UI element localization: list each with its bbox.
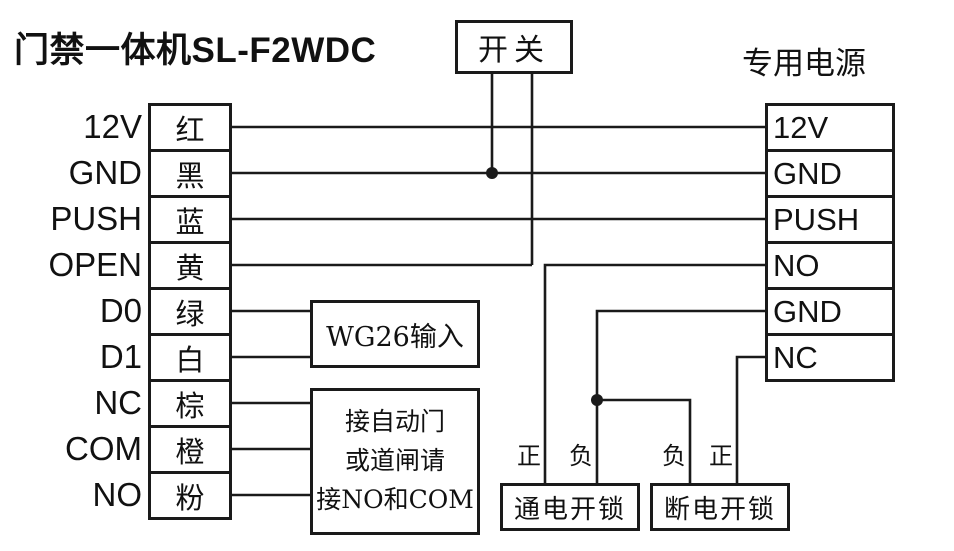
door-note-line: 接自动门 [344,407,445,437]
junction-dot-gnd-branch [591,394,603,406]
psu-terminal-no: NO [765,241,895,290]
wire-color-cell: 黑 [148,149,232,198]
fail-safe-lock-label: 断电开锁 [663,494,776,525]
lock1-positive-label: 正 [517,442,541,470]
lock2-negative-label: 负 [662,442,686,470]
fail-safe-lock-box: 断电开锁 [650,483,790,531]
power-supply-title: 专用电源 [742,46,866,82]
wire-color-cell: 绿 [148,287,232,336]
terminal-label-com: COM [65,430,142,467]
door-note-line: 接NO和COM [316,484,474,514]
wire-psu-nc-to-lock2-pos [735,355,765,483]
lock2-positive-label: 正 [709,442,733,470]
wire-color-cell: 橙 [148,425,232,474]
junction-dot-gnd-switch [486,167,498,179]
wire-color-cell: 红 [148,103,232,152]
wg26-input-box: WG26输入 [310,300,480,368]
wire-color-column: 红 黑 蓝 黄 绿 白 棕 橙 粉 [148,103,232,520]
terminal-label-gnd: GND [68,154,142,191]
psu-terminal-gnd: GND [765,149,895,198]
psu-terminal-12v: 12V [765,103,895,152]
power-supply-block: 12V GND PUSH NO GND NC [765,103,895,382]
terminal-label-nc: NC [94,384,142,421]
device-title: 门禁一体机SL-F2WDC [14,31,377,70]
terminal-label-no: NO [92,476,143,513]
terminal-label-d1: D1 [99,338,142,375]
terminal-label-d0: D0 [99,292,142,329]
fail-secure-lock-label: 通电开锁 [513,494,626,525]
wire-color-cell: 黄 [148,241,232,290]
wire-color-cell: 白 [148,333,232,382]
wire-color-cell: 蓝 [148,195,232,244]
wg26-label: WG26输入 [326,321,464,353]
terminal-label-12v: 12V [83,108,142,145]
door-note-line: 或道闸请 [344,446,445,476]
terminal-label-open: OPEN [48,246,142,283]
fail-secure-lock-box: 通电开锁 [500,483,640,531]
switch-box: 开关 [455,20,573,74]
lock1-negative-label: 负 [569,442,593,470]
psu-terminal-nc: NC [765,333,895,382]
terminal-label-push: PUSH [50,200,142,237]
psu-terminal-gnd2: GND [765,287,895,336]
wire-color-cell: 棕 [148,379,232,428]
switch-label: 开关 [478,33,550,68]
psu-terminal-push: PUSH [765,195,895,244]
auto-door-note-box: 接自动门 或道闸请 接NO和COM [310,388,480,535]
wire-color-cell: 粉 [148,471,232,520]
